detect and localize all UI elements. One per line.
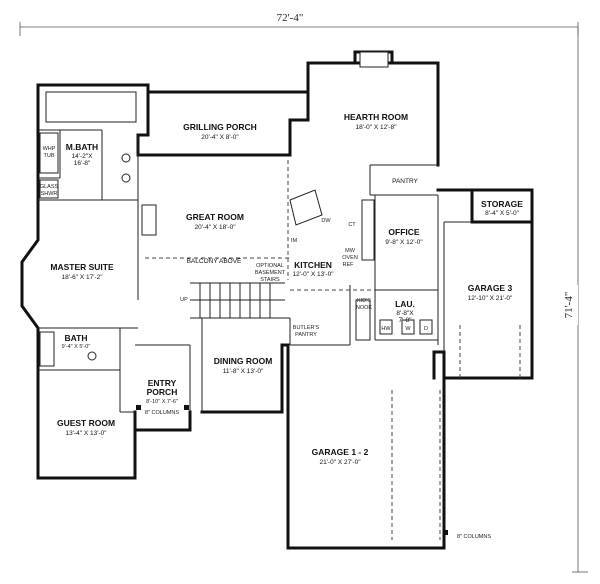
garage-columns-note: 8" COLUMNS xyxy=(457,534,491,540)
ct-label: CT xyxy=(348,222,356,228)
kids-nook-bench xyxy=(355,299,371,341)
master-suite-size: 18'-6" X 17'-2" xyxy=(61,274,103,281)
balcony-above-label: BALCONY ABOVE xyxy=(187,258,242,265)
dimension-depth: 71'-4" xyxy=(560,27,588,573)
kids-nook-line1: KID'S xyxy=(357,298,371,304)
whp-tub-line1: WHP xyxy=(43,146,56,152)
dryer xyxy=(419,319,433,335)
storage-name: STORAGE xyxy=(481,199,523,209)
optional-stairs-line3: STAIRS xyxy=(260,277,280,283)
bath-name: BATH xyxy=(65,333,88,343)
great-room-size: 20'-4" X 18'-0" xyxy=(194,224,236,231)
laundry-size1: 8'-8"X xyxy=(396,310,414,317)
garage12-size: 21'-0" X 27'-0" xyxy=(319,459,361,466)
optional-stairs-line1: OPTIONAL xyxy=(256,263,284,269)
dining-room-name: DINING ROOM xyxy=(214,356,273,366)
entry-column xyxy=(136,405,141,410)
great-room-name: GREAT ROOM xyxy=(186,212,244,222)
dimension-width: 72'-4" xyxy=(19,9,579,36)
grilling-porch-name: GRILLING PORCH xyxy=(183,122,257,132)
toilet-icon xyxy=(121,173,131,183)
guest-room-name: GUEST ROOM xyxy=(57,418,115,428)
entry-columns-note: 8" COLUMNS xyxy=(145,410,179,416)
ref-label: REF xyxy=(343,262,355,268)
master-bath-size1: 14'-2"X xyxy=(72,153,94,160)
dining-room-size: 11'-8" X 13'-0" xyxy=(223,368,264,375)
kitchen-size: 12'-0" X 13'-0" xyxy=(292,271,334,278)
kitchen-name: KITCHEN xyxy=(294,260,332,270)
entry-column xyxy=(184,405,189,410)
guest-sink-icon xyxy=(87,351,97,361)
hw-label: HW xyxy=(381,326,391,332)
mw-label: MW xyxy=(345,248,356,254)
glass-shower-line1: GLASS xyxy=(40,184,59,190)
garage-column xyxy=(443,530,448,535)
up-label: UP xyxy=(180,297,188,303)
fireplace-great-room xyxy=(141,204,157,236)
master-closet-shelf xyxy=(45,91,137,123)
pantry-name: PANTRY xyxy=(392,178,418,185)
garage3-name: GARAGE 3 xyxy=(468,283,513,293)
entry-porch-name2: PORCH xyxy=(147,387,178,397)
hearth-room-size: 18'-0" X 12'-8" xyxy=(355,124,397,131)
optional-stairs-line2: BASEMENT xyxy=(255,270,286,276)
laundry-name: LAU. xyxy=(395,299,415,309)
oven-cabinet xyxy=(361,199,375,261)
bath-size: 9'-4" X 5'-0" xyxy=(62,344,91,350)
interior-walls xyxy=(38,129,472,413)
d-label: D xyxy=(424,326,428,332)
fixtures xyxy=(39,51,448,535)
dw-label: DW xyxy=(321,218,331,224)
master-bath-name: M.BATH xyxy=(66,142,98,152)
kids-nook-line2: NOOK xyxy=(356,305,373,311)
office-size: 9'-8" X 12'-0" xyxy=(385,239,423,246)
im-label: IM xyxy=(291,238,298,244)
w-label: W xyxy=(405,326,411,332)
butlers-pantry-line2: PANTRY xyxy=(295,332,317,338)
oven-label: OVEN xyxy=(342,255,358,261)
garage3-size: 12'-10" X 21'-0" xyxy=(468,295,513,302)
bath-sink-icon xyxy=(121,153,131,163)
master-bath-size2: 16'-8" xyxy=(74,160,91,167)
glass-shower-line2: SHWR xyxy=(41,191,58,197)
guest-room-size: 13'-4" X 13'-0" xyxy=(65,430,107,437)
glass-shower xyxy=(39,179,59,199)
garage12-name: GARAGE 1 - 2 xyxy=(312,447,369,457)
hearth-fireplace xyxy=(359,51,389,68)
storage-size: 8'-4" X 5'-0" xyxy=(485,210,520,217)
laundry-size2: 7'-8" xyxy=(399,317,413,324)
washer xyxy=(401,319,415,335)
butlers-pantry-line1: BUTLER'S xyxy=(293,325,320,331)
hw-heater xyxy=(379,319,393,335)
office-name: OFFICE xyxy=(388,227,419,237)
dashed-lines xyxy=(145,160,521,540)
stairs xyxy=(190,283,285,318)
guest-tub xyxy=(39,331,55,367)
master-suite-name: MASTER SUITE xyxy=(50,262,114,272)
width-dimension-label: 72'-4" xyxy=(277,12,304,24)
entry-porch-size: 8'-10" X 7'-6" xyxy=(146,399,178,405)
kitchen-island xyxy=(289,189,323,226)
entry-porch-name1: ENTRY xyxy=(148,378,177,388)
hearth-room-name: HEARTH ROOM xyxy=(344,112,408,122)
depth-dimension-label: 71'-4" xyxy=(563,292,575,319)
whirlpool-tub xyxy=(39,132,59,174)
whp-tub-line2: TUB xyxy=(44,153,55,159)
grilling-porch-size: 20'-4" X 8'-0" xyxy=(201,134,239,141)
